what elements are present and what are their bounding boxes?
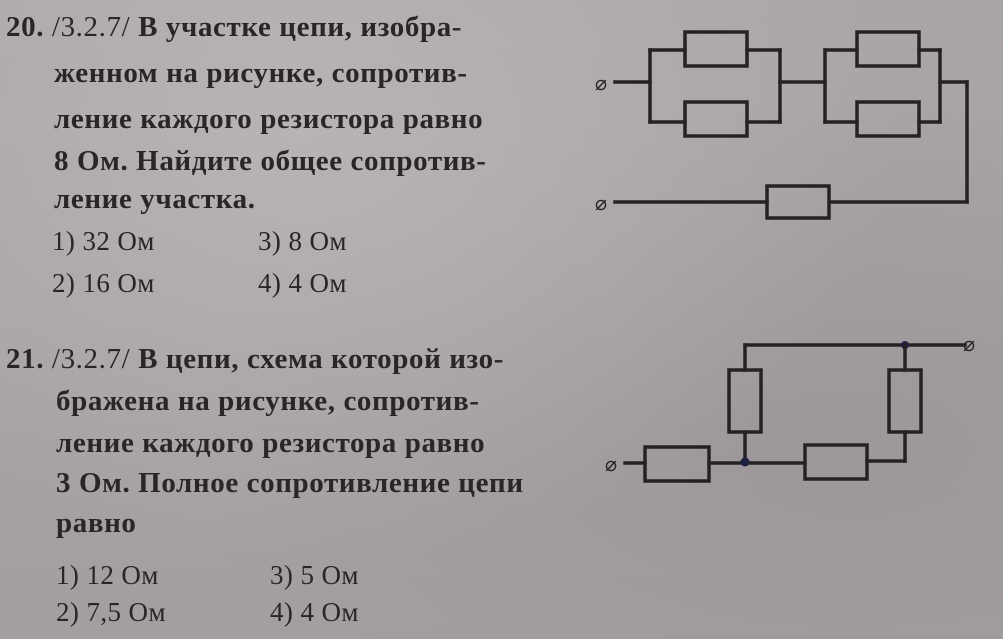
- problem-20-answer-1[interactable]: 1) 32 Ом: [52, 226, 155, 256]
- problem-21-line-4: 3 Ом. Полное сопротивление цепи: [56, 467, 524, 499]
- problem-20-line-2: женном на рисунке, сопротив-: [54, 57, 468, 89]
- problem-21-line-2: бражена на рисунке, сопротив-: [56, 385, 480, 417]
- circuit-20-resistor: [855, 30, 921, 68]
- problem-20-line-3: ление каждого резистора равно: [54, 103, 484, 135]
- problem-20-circuit-diagram: ⌀ ⌀: [595, 30, 969, 220]
- problem-21-code: /3.2.7/: [51, 343, 131, 375]
- circuit-21-resistor: [643, 445, 711, 483]
- problem-20-answer-4[interactable]: 4) 4 Ом: [258, 268, 347, 298]
- circuit-21-node: [740, 457, 750, 467]
- circuit-21-terminal-left: ⌀: [605, 452, 617, 476]
- problem-21-number: 21.: [6, 343, 45, 375]
- circuit-20-terminal-bottom: ⌀: [595, 191, 607, 215]
- circuit-21-resistor: [887, 368, 923, 434]
- circuit-20-terminal-top: ⌀: [595, 71, 607, 95]
- problem-21-line-3: ление каждого резистора равно: [56, 427, 486, 459]
- problem-21-answer-2[interactable]: 2) 7,5 Ом: [56, 597, 166, 627]
- circuit-21-resistor: [727, 368, 763, 434]
- circuit-20-resistor: [683, 30, 749, 68]
- problem-20-answer-2[interactable]: 2) 16 Ом: [52, 268, 155, 298]
- problem-21-circuit-diagram: ⌀ ⌀: [605, 332, 975, 483]
- circuit-21-resistor: [803, 443, 869, 481]
- circuit-21-terminal-right: ⌀: [963, 332, 975, 356]
- problem-20-line-1: В участке цепи, изобра-: [138, 11, 463, 43]
- circuit-20-resistor: [683, 100, 749, 138]
- problem-21-line-5: равно: [56, 507, 137, 539]
- problem-20-number: 20.: [6, 11, 45, 43]
- problem-21-answer-1[interactable]: 1) 12 Ом: [56, 560, 159, 590]
- problem-20-line-4: 8 Ом. Найдите общее сопротив-: [54, 145, 487, 177]
- circuit-20-resistor: [855, 100, 921, 138]
- circuit-20-resistor: [765, 184, 831, 220]
- problem-21-answer-3[interactable]: 3) 5 Ом: [270, 560, 359, 590]
- problem-20-answer-3[interactable]: 3) 8 Ом: [258, 226, 347, 256]
- problem-20-code: /3.2.7/: [51, 11, 131, 43]
- problem-21-answer-4[interactable]: 4) 4 Ом: [270, 597, 359, 627]
- problem-21-line-1: В цепи, схема которой изо-: [138, 343, 504, 375]
- problem-20-line-5: ление участка.: [54, 183, 256, 215]
